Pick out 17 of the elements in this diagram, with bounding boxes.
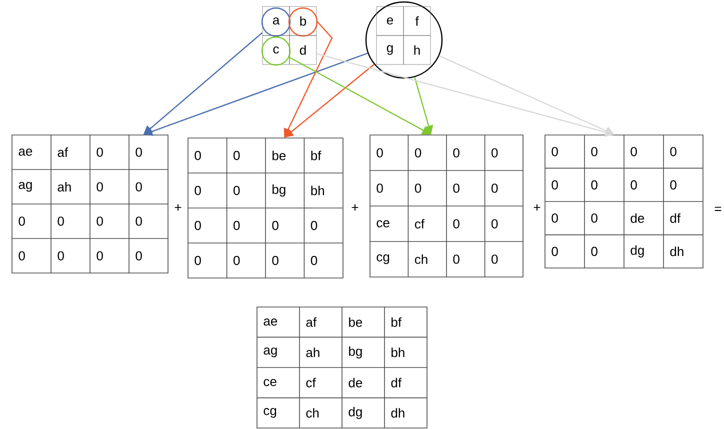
operator-sign: + [352, 204, 358, 211]
matrix-cell: a [262, 6, 290, 36]
matrix-table: 0 0 0 0 0 0 0 0 0 0 de df 0 0 dg dh [544, 134, 704, 268]
operator-sign: + [534, 204, 540, 211]
matrix-cell: f [403, 6, 431, 36]
matrix-cell: e [376, 6, 404, 36]
circle-mark [365, 1, 443, 79]
matrix-table: 0 0 0 0 0 0 0 0 ce cf 0 0 cg ch 0 0 [370, 134, 524, 278]
matrix-cell: b [289, 6, 317, 36]
matrix-table: 0 0 be bf 0 0 bg bh 0 0 0 0 0 0 0 0 [188, 138, 344, 278]
operator-sign: + [174, 204, 182, 211]
matrix-table: ae af 0 0 ag ah 0 0 0 0 0 0 0 0 0 0 [12, 134, 168, 274]
matrix-cell: d [289, 35, 317, 65]
matrix-cell: h [403, 35, 431, 65]
matrix-cell: g [376, 35, 404, 65]
matrix-table: ae af be bf ag ah bg bh ce cf de df cg ch dg dh [256, 306, 428, 428]
matrix-cell: c [262, 35, 290, 65]
